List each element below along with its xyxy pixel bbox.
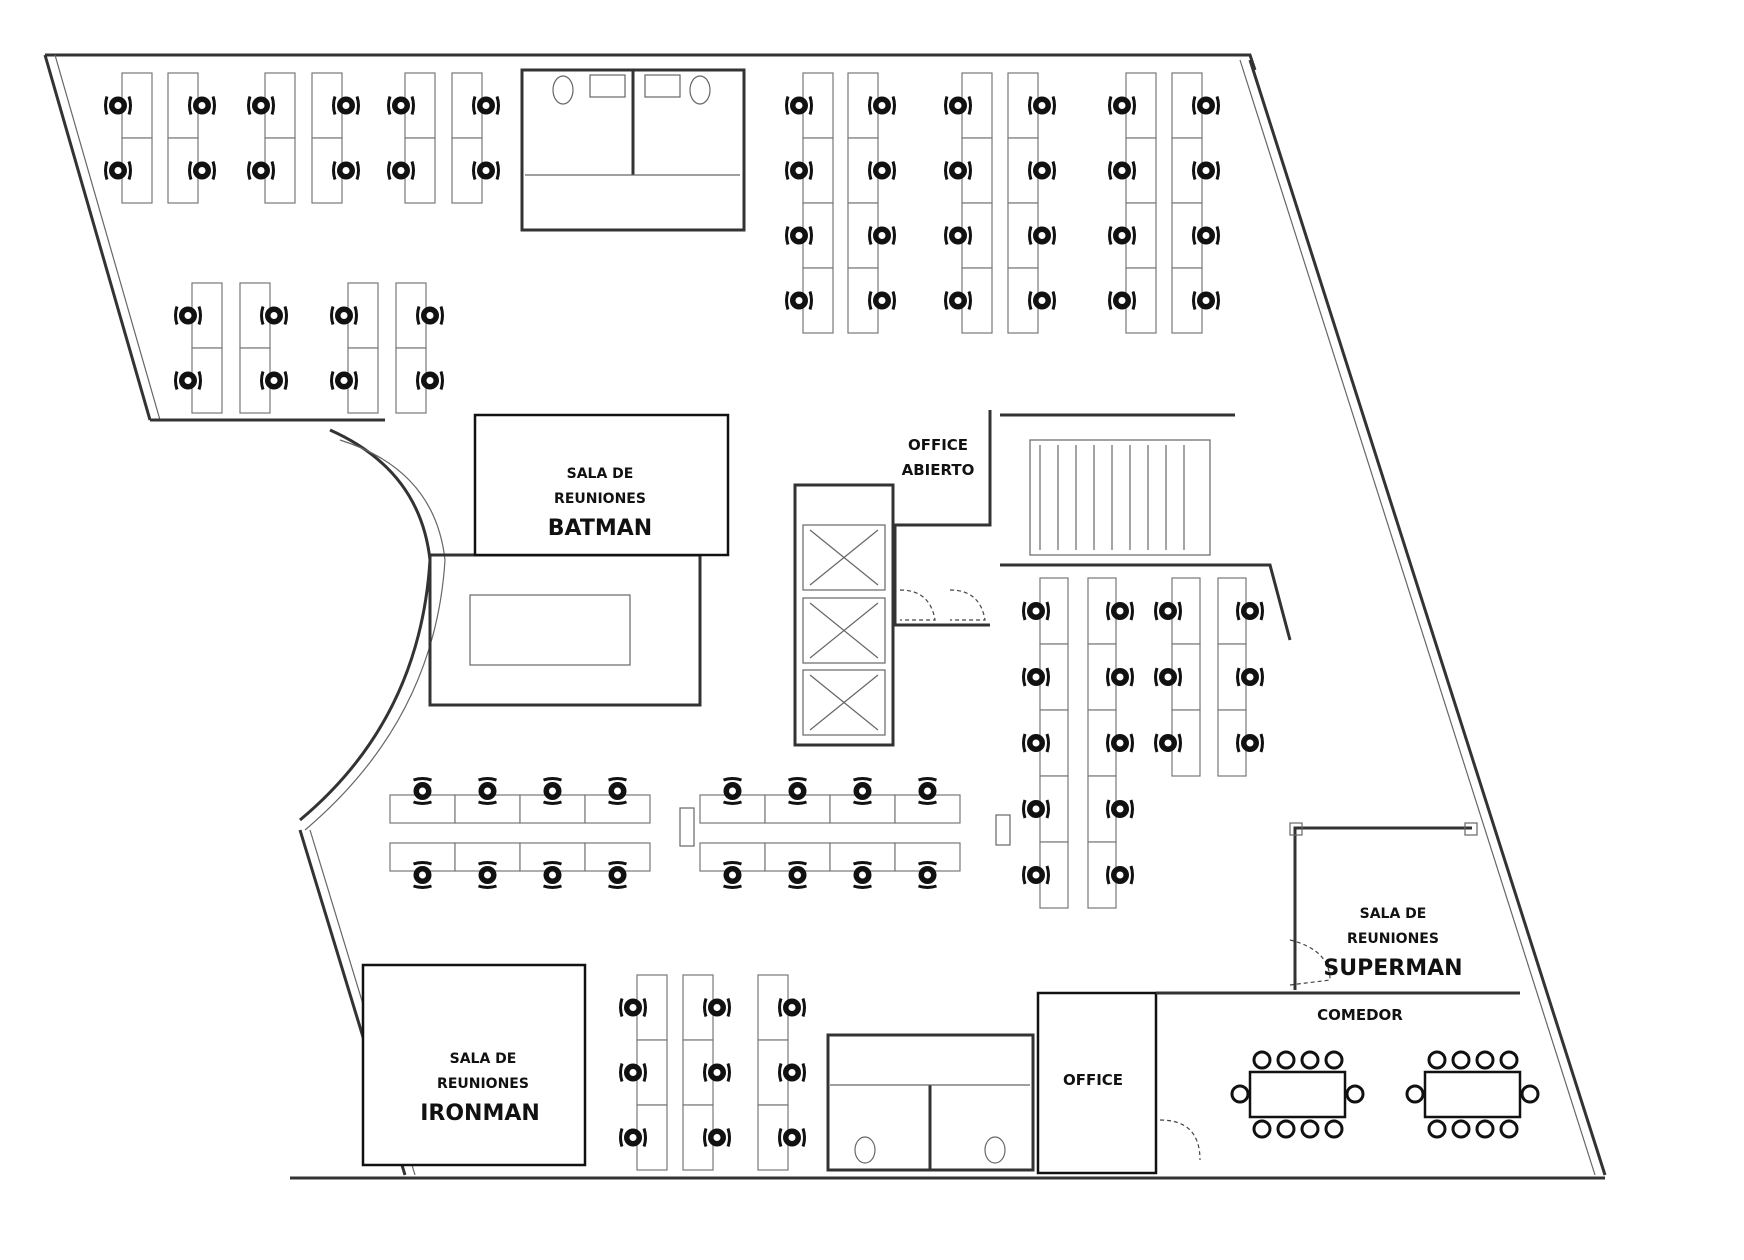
label-ironman: SALA DE REUNIONES IRONMAN: [420, 1051, 540, 1126]
dining-chair-icon: [1451, 1119, 1471, 1139]
desk: [847, 137, 879, 204]
dining-chair-icon: [1427, 1050, 1447, 1070]
workstations: [104, 72, 1264, 1171]
dining-chair-icon: [1499, 1050, 1519, 1070]
meeting-room-superman-wall: [1293, 826, 1472, 990]
stair-east: [893, 410, 1292, 641]
batman-line1: SALA DE: [567, 466, 634, 482]
dining-table: [1248, 1070, 1347, 1119]
comedor-label: COMEDOR: [1317, 1006, 1403, 1024]
ironman-name: IRONMAN: [420, 1101, 540, 1126]
dining-chair-icon: [1276, 1050, 1296, 1070]
meeting-room-batman: [473, 413, 730, 557]
dining-tables: [1230, 1050, 1540, 1139]
office-label: OFFICE: [1063, 1071, 1123, 1089]
dining-chair-icon: [1475, 1050, 1495, 1070]
dining-chair-icon: [1324, 1119, 1344, 1139]
ironman-line2: REUNIONES: [437, 1076, 529, 1092]
office-abierto-line2: ABIERTO: [902, 461, 975, 479]
dining-chair-icon: [1451, 1050, 1471, 1070]
label-batman: SALA DE REUNIONES BATMAN: [548, 466, 652, 541]
superman-line2: REUNIONES: [1347, 931, 1439, 947]
dining-chair-icon: [1499, 1119, 1519, 1139]
dining-chair-icon: [1520, 1084, 1540, 1104]
dining-table: [1423, 1070, 1522, 1119]
desk: [389, 794, 456, 824]
label-office-abierto: OFFICE ABIERTO: [902, 436, 975, 479]
dining-chair-icon: [1276, 1119, 1296, 1139]
dining-chair-icon: [1345, 1084, 1365, 1104]
label-superman: SALA DE REUNIONES SUPERMAN: [1323, 906, 1462, 981]
ironman-line1: SALA DE: [450, 1051, 517, 1067]
dining-chair-icon: [1230, 1084, 1250, 1104]
toilets-bottom: [826, 1033, 1035, 1172]
dining-chair-icon: [1252, 1119, 1272, 1139]
batman-name: BATMAN: [548, 516, 652, 541]
office-abierto-line1: OFFICE: [908, 436, 968, 454]
desk: [961, 202, 993, 269]
building-outline: [43, 53, 1607, 1180]
toilets-top: [520, 68, 746, 232]
dining-chair-icon: [1324, 1050, 1344, 1070]
office-room: [1036, 991, 1158, 1175]
dining-chair-icon: [1475, 1119, 1495, 1139]
meeting-room-ironman: [361, 963, 587, 1167]
dining-chair-icon: [1300, 1119, 1320, 1139]
column-pillar: [679, 807, 695, 847]
superman-line1: SALA DE: [1360, 906, 1427, 922]
desk: [1087, 775, 1117, 843]
dining-chair-icon: [1405, 1084, 1425, 1104]
dining-chair-icon: [1252, 1050, 1272, 1070]
batman-line2: REUNIONES: [554, 491, 646, 507]
superman-name: SUPERMAN: [1323, 956, 1462, 981]
dining-chair-icon: [1427, 1119, 1447, 1139]
dining-chair-icon: [1300, 1050, 1320, 1070]
column-pillar: [995, 814, 1011, 846]
stair-west: [428, 553, 702, 707]
desk: [636, 1039, 668, 1106]
elevator-core: [793, 483, 895, 747]
